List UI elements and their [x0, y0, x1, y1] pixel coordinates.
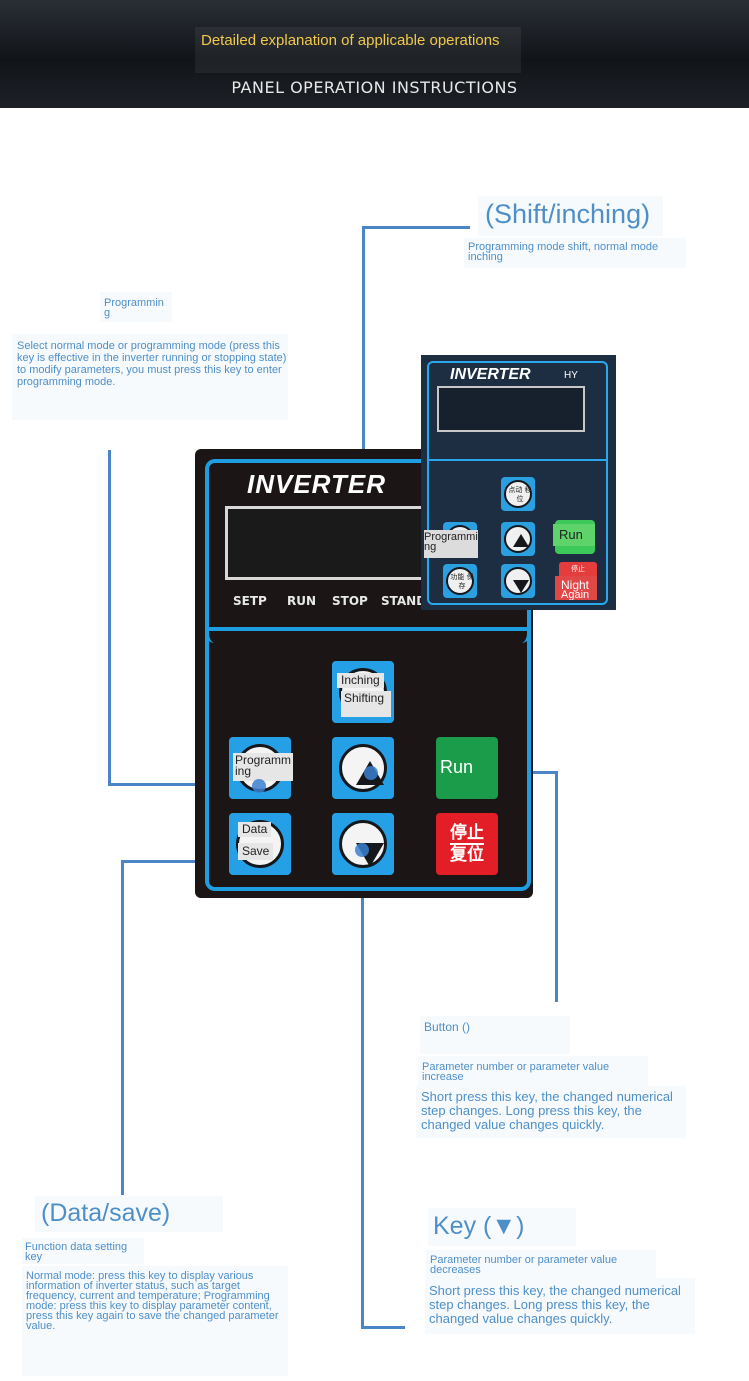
callout-data-sub-bg	[22, 1238, 144, 1264]
small-stop-label-line1: Night	[561, 578, 590, 592]
callout-up-desc-bg	[416, 1086, 686, 1138]
header-banner: Detailed explanation of applicable opera…	[0, 0, 749, 108]
callout-prog-description: Select normal mode or programming mode (…	[17, 340, 287, 388]
stop-key-divider	[450, 843, 484, 845]
callout-shift-title: (Shift/inching)	[485, 199, 651, 229]
small-inverter-panel: INVERTER HY 点动 移位 功能 保存 停止	[421, 355, 616, 610]
key-disc	[339, 744, 387, 792]
header-subtitle: Detailed explanation of applicable opera…	[201, 32, 500, 49]
down-arrow-icon	[513, 580, 529, 593]
programming-touch-dot	[252, 779, 266, 793]
data-label-line1: Data	[238, 822, 272, 837]
indicator-stop: STOP	[332, 594, 368, 608]
leader-line-data-v	[121, 860, 124, 1195]
small-func-save-button[interactable]: 功能 保存	[443, 564, 477, 598]
leader-line-down-h	[361, 1326, 405, 1329]
indicator-run: RUN	[287, 594, 317, 608]
key-disc: 功能 保存	[446, 567, 474, 595]
small-stop-label: Night Again	[555, 576, 597, 600]
small-jog-shift-button[interactable]: 点动 移位	[501, 477, 535, 511]
small-programming-label: Programming	[424, 530, 478, 558]
small-panel-frame-top	[427, 361, 608, 463]
panel-display	[225, 506, 441, 580]
programming-key-label: Programming	[233, 753, 293, 781]
up-touch-dot	[364, 766, 378, 780]
callout-up-title: Button ()	[424, 1020, 471, 1034]
callout-down-subtitle: Parameter number or parameter value decr…	[430, 1254, 618, 1276]
callout-data-title: (Data/save)	[41, 1199, 171, 1227]
small-stop-cn-label: 停止	[571, 565, 585, 573]
callout-down-sub-bg	[426, 1250, 656, 1278]
up-arrow-button[interactable]	[332, 737, 394, 799]
key-disc	[504, 525, 532, 553]
small-up-arrow-button[interactable]	[501, 522, 535, 556]
small-stop-label-line2: Again	[561, 589, 590, 600]
callout-down-title-bg	[428, 1208, 576, 1246]
inching-label-line2: Shifting	[341, 691, 391, 717]
up-arrow-icon	[513, 534, 529, 547]
small-panel-model: HY	[564, 370, 578, 381]
callout-data-subtitle: Function data setting key	[25, 1241, 128, 1263]
callout-up-subtitle: Parameter number or parameter value incr…	[422, 1061, 610, 1083]
header-title: PANEL OPERATION INSTRUCTIONS	[231, 78, 518, 97]
callout-data-title-bg	[35, 1196, 223, 1232]
callout-prog-desc-bg	[12, 334, 288, 420]
indicator-setp: SETP	[233, 594, 267, 608]
callout-data-description: Normal mode: press this key to display v…	[26, 1270, 279, 1332]
key-disc: 点动 移位	[504, 480, 532, 508]
callout-up-description: Short press this key, the changed numeri…	[421, 1089, 673, 1132]
callout-shift-bg	[478, 196, 663, 236]
leader-line-down-v	[361, 852, 364, 1329]
small-down-arrow-button[interactable]	[501, 564, 535, 598]
callout-prog-title-bg	[100, 292, 172, 322]
panel-frame-bottom	[205, 627, 531, 891]
leader-line-data-h	[121, 860, 258, 863]
callout-up-title-bg	[420, 1016, 570, 1054]
run-key-label: Run	[440, 757, 474, 777]
stop-key-line1: 停止	[450, 823, 484, 843]
callout-shift-sub-bg	[464, 238, 686, 268]
callout-down-title: Key (▼)	[433, 1212, 525, 1240]
small-run-label: Run	[553, 524, 595, 546]
callout-down-description: Short press this key, the changed numeri…	[429, 1283, 681, 1326]
leader-line-prog-h	[108, 783, 258, 786]
indicator-stand: STAND	[381, 594, 427, 608]
leader-line-prog-v	[108, 450, 111, 786]
stop-reset-button[interactable]: 停止 复位	[436, 813, 498, 875]
down-touch-dot	[355, 843, 369, 857]
leader-line-up-v	[555, 771, 558, 1002]
callout-shift-subtitle: Programming mode shift, normal mode inch…	[468, 241, 659, 263]
callout-prog-title: Programming	[104, 297, 164, 319]
inching-label-line1: Inching	[337, 673, 384, 688]
small-func-label: 功能 保存	[450, 573, 474, 590]
run-button[interactable]: Run	[436, 737, 498, 799]
callout-up-sub-bg	[418, 1056, 648, 1086]
callout-down-desc-bg	[425, 1278, 695, 1334]
stop-key-line2: 复位	[450, 845, 484, 865]
small-panel-brand: INVERTER	[450, 366, 531, 383]
small-jog-label: 点动 移位	[508, 486, 532, 503]
callout-data-desc-bg	[22, 1266, 288, 1376]
panel-brand: INVERTER	[247, 469, 386, 499]
leader-line-shift-h	[362, 226, 470, 229]
data-label-line2: Save	[238, 843, 274, 860]
small-panel-display	[437, 386, 585, 432]
subtitle-box	[195, 27, 521, 73]
key-disc	[504, 567, 532, 595]
